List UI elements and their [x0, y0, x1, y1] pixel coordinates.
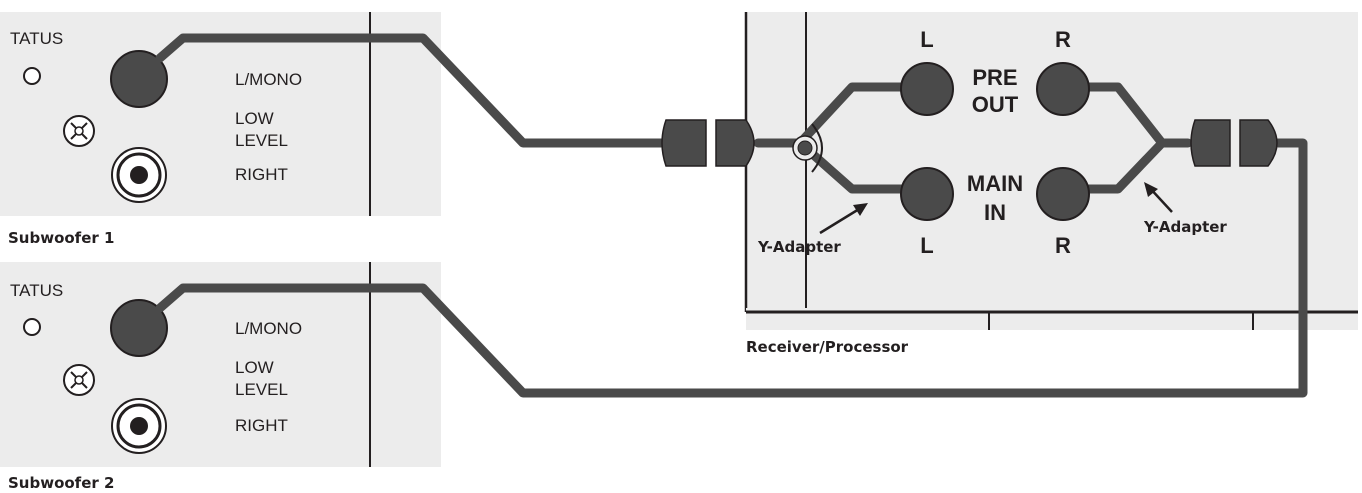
subwoofer-2-status-led	[23, 318, 41, 336]
pre-out-right-label: R	[1055, 27, 1071, 52]
cable-y-adapter-left-upper	[753, 82, 910, 148]
subwoofer-1-lmono-label: L/MONO	[235, 70, 302, 89]
subwoofer-1-lmono-jack[interactable]	[110, 50, 168, 108]
y-adapter-right-plug[interactable]	[1190, 119, 1278, 167]
subwoofer-2-level-knob-icon	[63, 364, 95, 396]
pre-out-label-line2: OUT	[972, 92, 1019, 117]
main-in-left-label: L	[920, 233, 933, 258]
main-in-label-line2: IN	[984, 200, 1006, 225]
y-adapter-right-label: Y-Adapter	[1143, 218, 1227, 236]
subwoofer-2-status-label: TATUS	[10, 281, 63, 300]
cable-subwoofer-2	[155, 138, 1308, 398]
cable-y-adapter-left-lower	[795, 138, 910, 194]
subwoofer-1-right-jack[interactable]	[111, 147, 167, 203]
subwoofer-1-caption: Subwoofer 1	[8, 229, 114, 247]
subwoofer-1: TATUS L/MONO LOW LEVEL RIGHT Subwoofer 1	[0, 12, 441, 247]
receiver-caption: Receiver/Processor	[746, 338, 909, 356]
subwoofer-2-right-jack[interactable]	[111, 398, 167, 454]
subwoofer-2-low-label: LOW	[235, 358, 274, 377]
subwoofer-2-level-label: LEVEL	[235, 380, 288, 399]
main-in-label-line1: MAIN	[967, 171, 1023, 196]
pre-out-left-label: L	[920, 27, 933, 52]
subwoofer-1-low-label: LOW	[235, 109, 274, 128]
subwoofer-2: TATUS L/MONO LOW LEVEL RIGHT Subwoofer 2	[0, 262, 441, 492]
pre-out-label-line1: PRE	[972, 65, 1017, 90]
y-adapter-left-plug[interactable]	[661, 119, 755, 167]
subwoofer-2-caption: Subwoofer 2	[8, 474, 114, 492]
pre-out-right-jack[interactable]	[1036, 62, 1090, 116]
y-adapter-left-junction	[792, 123, 823, 173]
subwoofer-1-level-label: LEVEL	[235, 131, 288, 150]
cables	[155, 33, 1308, 398]
y-adapter-right-arrow-icon	[1144, 182, 1173, 213]
subwoofer-1-right-label: RIGHT	[235, 165, 288, 184]
y-adapter-left-label: Y-Adapter	[757, 238, 841, 256]
pre-out-left-jack[interactable]	[900, 62, 954, 116]
subwoofer-2-right-label: RIGHT	[235, 416, 288, 435]
subwoofer-2-lmono-label: L/MONO	[235, 319, 302, 338]
subwoofer-1-panel	[0, 12, 441, 216]
subwoofer-2-panel	[0, 262, 441, 467]
subwoofer-1-level-knob-icon	[63, 115, 95, 147]
subwoofer-1-status-label: TATUS	[10, 29, 63, 48]
cable-subwoofer-1	[155, 33, 673, 148]
y-adapter-left-arrow-icon	[819, 203, 868, 235]
cable-y-adapter-right-lower	[1080, 138, 1167, 194]
main-in-right-label: R	[1055, 233, 1071, 258]
main-in-left-jack[interactable]	[900, 167, 954, 221]
subwoofer-1-status-led	[23, 67, 41, 85]
main-in-right-jack[interactable]	[1036, 167, 1090, 221]
cable-y-adapter-right-upper	[1080, 82, 1193, 148]
subwoofer-2-lmono-jack[interactable]	[110, 299, 168, 357]
